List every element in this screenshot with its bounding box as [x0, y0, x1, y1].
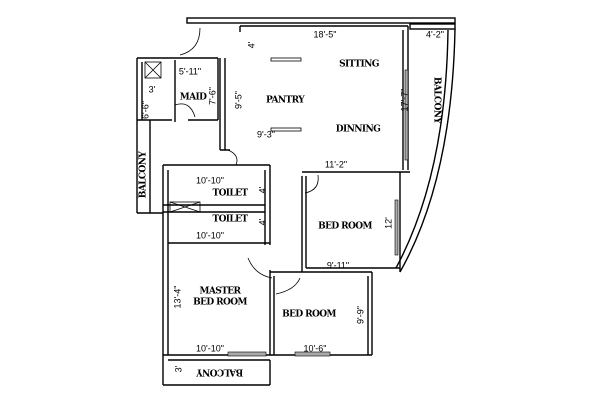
dimension-label: 9'-9" [355, 306, 365, 324]
dimension-label: 18'-5" [314, 29, 337, 39]
dimension-label: 4' [257, 218, 267, 225]
dimension-label: 10'-10" [196, 175, 224, 185]
room-label-sitting: SITTING [339, 60, 379, 70]
room-label-bed-room-1: BED ROOM [318, 222, 372, 232]
dimension-label: 11'-2" [325, 159, 347, 169]
dimension-label: 6'-6" [140, 101, 150, 119]
room-label-balcony-right: BALCONY [432, 77, 442, 125]
dimension-label: 9'-5" [233, 91, 243, 109]
dimension-label: 10'-10" [196, 343, 224, 353]
dimension-label: 10'-6" [304, 343, 327, 353]
dimension-label: 4' [257, 186, 267, 193]
room-label-balcony-bottom: BALCONY [196, 367, 244, 377]
duct-icon [169, 201, 201, 213]
room-label-master-bed-room-2: BED ROOM [193, 298, 247, 308]
dimension-label: 5'-11" [179, 66, 201, 76]
dimension-label: 10'-10" [196, 230, 224, 240]
room-label-toilet-2: TOILET [212, 215, 248, 225]
room-label-bed-room-2: BED ROOM [282, 310, 336, 320]
room-label-master-bed-room-1: MASTER [200, 287, 242, 297]
room-label-toilet-1: TOILET [212, 189, 248, 199]
walls [136, 17, 456, 386]
room-label-dinning: DINNING [336, 125, 380, 135]
duct-icon [144, 61, 162, 79]
dimension-label: 3' [173, 365, 183, 372]
dimension-label: 4'-2" [426, 29, 444, 39]
dimension-label: 9'-3" [257, 129, 275, 139]
room-label-maid: MAID [180, 93, 207, 103]
dimension-label: 12' [383, 217, 393, 229]
dimension-label: 7'-6" [207, 87, 217, 105]
dimension-label: 3' [149, 84, 156, 94]
room-label-pantry: PANTRY [266, 96, 305, 106]
dimension-label: 4' [246, 41, 256, 48]
dimension-label: 17'-7" [399, 89, 409, 112]
dimension-label: 13'-4" [172, 286, 182, 309]
room-label-balcony-left: BALCONY [139, 151, 149, 199]
dimension-label: 9'-11" [327, 260, 349, 270]
